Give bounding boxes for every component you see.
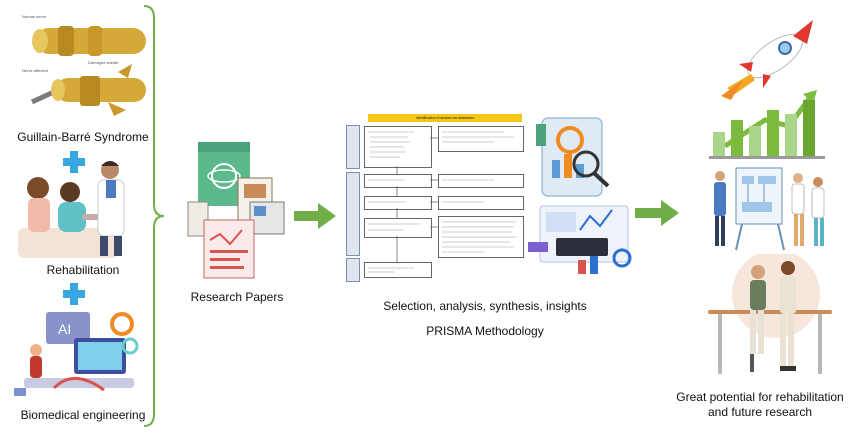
biomedical-engineering-illustration: AI (14, 312, 139, 396)
rocket-growth-illustration (709, 20, 825, 159)
outcome-line1: Great potential for rehabilitation (676, 390, 844, 404)
prisma-box (364, 196, 432, 210)
prisma-stage-screening (346, 172, 360, 256)
rehabilitation-label: Rehabilitation (46, 263, 120, 277)
prisma-stage-included (346, 258, 360, 282)
svg-text:Normal nerve: Normal nerve (22, 14, 47, 19)
outcome-line2: and future research (707, 405, 813, 419)
biomedical-label: Biomedical engineering (20, 408, 146, 422)
plus-icon (63, 283, 85, 305)
plus-icon (63, 151, 85, 173)
arrow-right-icon (294, 203, 336, 229)
research-papers-label: Research Papers (190, 290, 284, 304)
prisma-caption-selection: Selection, analysis, synthesis, insights (383, 299, 587, 313)
svg-text:Damaged sheath: Damaged sheath (88, 60, 118, 65)
prisma-box (364, 218, 432, 238)
svg-text:AI: AI (58, 321, 71, 337)
prisma-box (438, 126, 524, 152)
prisma-caption-methodology: PRISMA Methodology (426, 324, 544, 338)
gbs-label: Guillain-Barré Syndrome (17, 130, 149, 144)
prisma-header: Identification of studies via databases (368, 114, 522, 122)
svg-text:Nerve affected: Nerve affected (22, 68, 48, 73)
nerve-illustration: Normal nerve Nerve affected Damaged shea… (22, 14, 146, 116)
team-presentation-illustration (714, 167, 825, 251)
rehabilitation-illustration (18, 161, 125, 258)
rehab-walking-illustration (708, 254, 832, 374)
arrow-right-icon (635, 200, 679, 226)
prisma-box (438, 196, 524, 210)
prisma-box (438, 174, 524, 188)
right-bracket (143, 5, 165, 427)
data-analysis-illustration (528, 117, 632, 274)
research-papers-illustration (187, 142, 285, 279)
prisma-box (364, 174, 432, 188)
prisma-flow-diagram: Identification of studies via databases (344, 112, 526, 284)
prisma-box (364, 262, 432, 278)
prisma-stage-identification (346, 125, 360, 169)
prisma-connectors (368, 131, 516, 273)
